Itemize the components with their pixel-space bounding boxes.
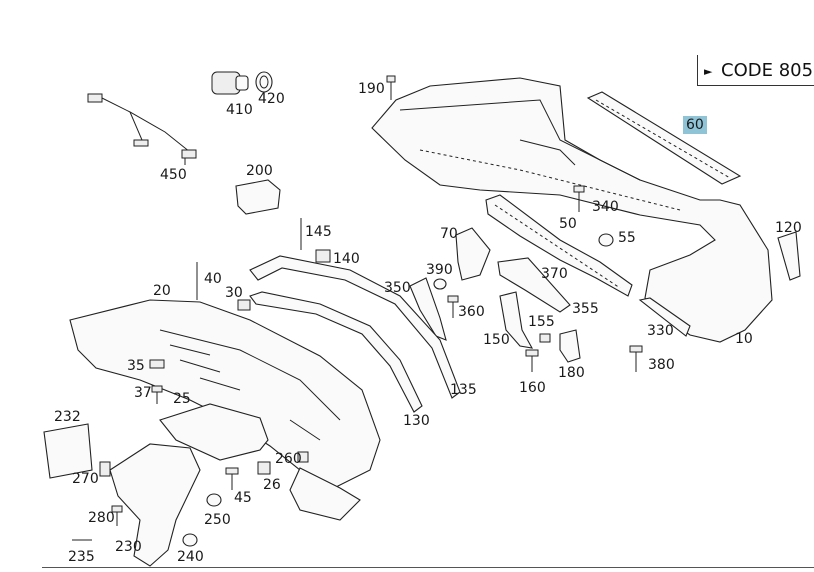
callout-20: 20 xyxy=(153,283,171,299)
callout-145: 145 xyxy=(305,224,332,240)
bracket-70-part xyxy=(455,227,491,281)
callout-190: 190 xyxy=(358,81,385,97)
clip-140-part xyxy=(315,249,331,263)
callout-390: 390 xyxy=(426,262,453,278)
liner-230-part xyxy=(109,443,201,567)
parking-sensor-part xyxy=(211,71,273,95)
screw-340-part xyxy=(573,185,585,212)
trim-strip-130-part xyxy=(249,291,423,413)
screw-160-part xyxy=(525,349,539,372)
bracket-350-part xyxy=(409,277,447,341)
callout-140: 140 xyxy=(333,251,360,267)
screw-45-part xyxy=(225,467,239,490)
callout-450: 450 xyxy=(160,167,187,183)
fastener-240-part xyxy=(182,533,198,547)
clip-270-part xyxy=(99,461,111,477)
callout-200: 200 xyxy=(246,163,273,179)
bottom-divider xyxy=(42,567,814,568)
clip-26-part xyxy=(257,461,271,475)
callout-160: 160 xyxy=(519,380,546,396)
screw-360-part xyxy=(447,295,459,318)
arrow-right-icon: ► xyxy=(704,65,713,78)
callout-240: 240 xyxy=(177,549,204,565)
washer-55-part xyxy=(598,233,614,247)
callout-40: 40 xyxy=(204,271,222,287)
screw-380-part xyxy=(629,345,643,372)
plate-232-part xyxy=(43,423,93,479)
callout-420: 420 xyxy=(258,91,285,107)
bracket-370-part xyxy=(497,257,571,313)
screw-37-part xyxy=(151,385,163,404)
code-box: ► CODE 805 xyxy=(697,55,814,86)
callout-340: 340 xyxy=(592,199,619,215)
callout-70: 70 xyxy=(440,226,458,242)
callout-370: 370 xyxy=(541,266,568,282)
callout-37: 37 xyxy=(134,385,152,401)
callout-135: 135 xyxy=(450,382,477,398)
callout-130: 130 xyxy=(403,413,430,429)
callout-35: 35 xyxy=(127,358,145,374)
callout-270: 270 xyxy=(72,471,99,487)
callout-230: 230 xyxy=(115,539,142,555)
trim-strip-60-part xyxy=(586,91,742,185)
callout-55: 55 xyxy=(618,230,636,246)
callout-355: 355 xyxy=(572,301,599,317)
clip-35-part xyxy=(149,359,165,369)
callout-50: 50 xyxy=(559,216,577,232)
callout-232: 232 xyxy=(54,409,81,425)
callout-155: 155 xyxy=(528,314,555,330)
screw-190-part xyxy=(386,75,396,100)
fastener-250-part xyxy=(206,493,222,507)
wiring-harness-part xyxy=(87,93,197,165)
code-label: CODE 805 xyxy=(721,60,814,81)
callout-60: 60 xyxy=(683,116,707,134)
clip-155-part xyxy=(539,333,551,343)
callout-410: 410 xyxy=(226,102,253,118)
callout-360: 360 xyxy=(458,304,485,320)
callout-250: 250 xyxy=(204,512,231,528)
callout-380: 380 xyxy=(648,357,675,373)
callout-26: 26 xyxy=(263,477,281,493)
diffuser-20-part xyxy=(69,299,381,521)
callout-280: 280 xyxy=(88,510,115,526)
fastener-390-part xyxy=(433,278,447,290)
callout-120: 120 xyxy=(775,220,802,236)
callout-235: 235 xyxy=(68,549,95,565)
callout-150: 150 xyxy=(483,332,510,348)
trim-strip-135-part xyxy=(249,255,461,399)
clip-30-part xyxy=(237,299,251,311)
bracket-120-part xyxy=(777,231,801,281)
panel-25-part xyxy=(159,403,269,461)
clip-260-part xyxy=(297,451,309,463)
callout-10: 10 xyxy=(735,331,753,347)
callout-180: 180 xyxy=(558,365,585,381)
callout-330: 330 xyxy=(647,323,674,339)
bracket-180-part xyxy=(559,329,581,363)
callout-25: 25 xyxy=(173,391,191,407)
module-200-part xyxy=(235,179,281,215)
bumper-cover-part xyxy=(371,77,773,343)
bracket-150-part xyxy=(499,291,534,349)
callout-350: 350 xyxy=(384,280,411,296)
callout-260: 260 xyxy=(275,451,302,467)
strip-330-part xyxy=(638,297,691,337)
callout-30: 30 xyxy=(225,285,243,301)
bracket-50-part xyxy=(485,194,633,297)
screw-280-part xyxy=(111,505,123,526)
callout-45: 45 xyxy=(234,490,252,506)
